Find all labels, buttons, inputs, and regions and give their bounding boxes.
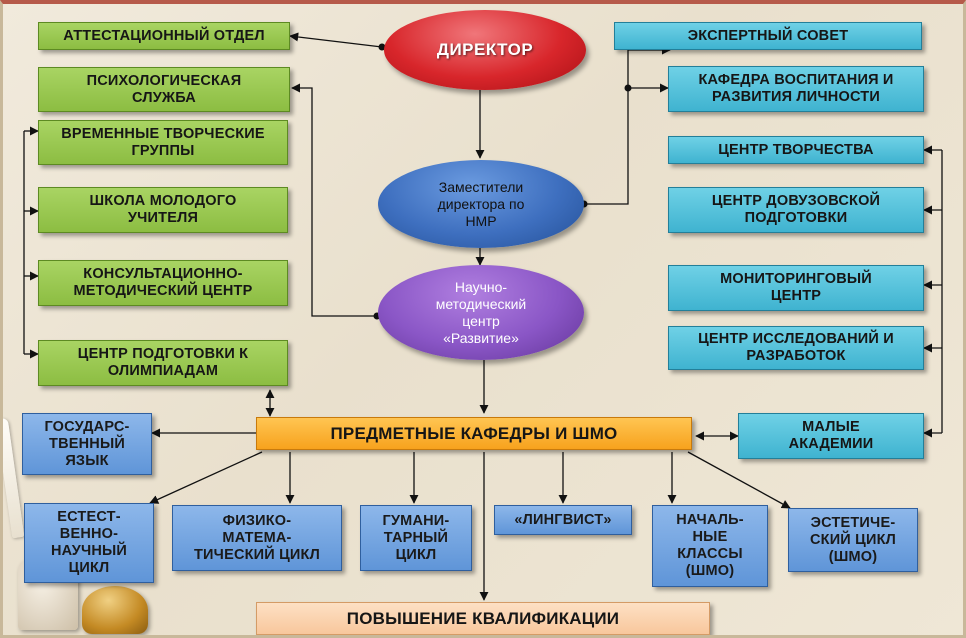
connector-director-attestation bbox=[289, 32, 383, 48]
small-academies-box: МАЛЫЕ АКАДЕМИИ bbox=[738, 413, 924, 459]
linguist-box: «ЛИНГВИСТ» bbox=[494, 505, 632, 535]
attestation-box: АТТЕСТАЦИОННЫЙ ОТДЕЛ bbox=[38, 22, 290, 50]
young-teacher-box: ШКОЛА МОЛОДОГО УЧИТЕЛЯ bbox=[38, 187, 288, 233]
connector-center-left-spine bbox=[291, 83, 377, 317]
psych-service-box: ПСИХОЛОГИЧЕСКАЯ СЛУЖБА bbox=[38, 67, 290, 112]
connector-deputies-right-spine bbox=[584, 88, 629, 205]
primary-classes-box: НАЧАЛЬ- НЫЕ КЛАССЫ (ШМО) bbox=[652, 505, 768, 587]
junction-dot-spine bbox=[624, 84, 632, 92]
physmath-box: ФИЗИКО- МАТЕМА- ТИЧЕСКИЙ ЦИКЛ bbox=[172, 505, 342, 571]
pre-university-box: ЦЕНТР ДОВУЗОВСКОЙ ПОДГОТОВКИ bbox=[668, 187, 924, 233]
director-node: ДИРЕКТОР bbox=[384, 10, 586, 90]
aesthetic-cycle-box: ЭСТЕТИЧЕ- СКИЙ ЦИКЛ (ШМО) bbox=[788, 508, 918, 572]
expert-council-box: ЭКСПЕРТНЫЙ СОВЕТ bbox=[614, 22, 922, 50]
upbringing-dept-box: КАФЕДРА ВОСПИТАНИЯ И РАЗВИТИЯ ЛИЧНОСТИ bbox=[668, 66, 924, 112]
temp-groups-box: ВРЕМЕННЫЕ ТВОРЧЕСКИЕ ГРУППЫ bbox=[38, 120, 288, 165]
deputies-node: Заместители директора по НМР bbox=[378, 160, 584, 248]
creativity-center-box: ЦЕНТР ТВОРЧЕСТВА bbox=[668, 136, 924, 164]
olympiad-center-box: ЦЕНТР ПОДГОТОВКИ К ОЛИМПИАДАМ bbox=[38, 340, 288, 386]
connector-subject-aesthetic bbox=[687, 451, 791, 509]
subject-depts-box: ПРЕДМЕТНЫЕ КАФЕДРЫ И ШМО bbox=[256, 417, 692, 450]
connector-subject-natural bbox=[149, 451, 263, 504]
qualification-box: ПОВЫШЕНИЕ КВАЛИФИКАЦИИ bbox=[256, 602, 710, 635]
nmc-center-node: Научно- методический центр «Развитие» bbox=[378, 265, 584, 360]
monitoring-center-box: МОНИТОРИНГОВЫЙ ЦЕНТР bbox=[668, 265, 924, 311]
humanitarian-box: ГУМАНИ- ТАРНЫЙ ЦИКЛ bbox=[360, 505, 472, 571]
natural-science-box: ЕСТЕСТ- ВЕННО- НАУЧНЫЙ ЦИКЛ bbox=[24, 503, 154, 583]
state-language-box: ГОСУДАРС- ТВЕННЫЙ ЯЗЫК bbox=[22, 413, 152, 475]
research-center-box: ЦЕНТР ИССЛЕДОВАНИЙ И РАЗРАБОТОК bbox=[668, 326, 924, 370]
bell-decoration bbox=[82, 586, 148, 634]
connector-spine-expert bbox=[627, 45, 671, 88]
consult-center-box: КОНСУЛЬТАЦИОННО- МЕТОДИЧЕСКИЙ ЦЕНТР bbox=[38, 260, 288, 306]
junction-dot-director bbox=[378, 43, 386, 51]
